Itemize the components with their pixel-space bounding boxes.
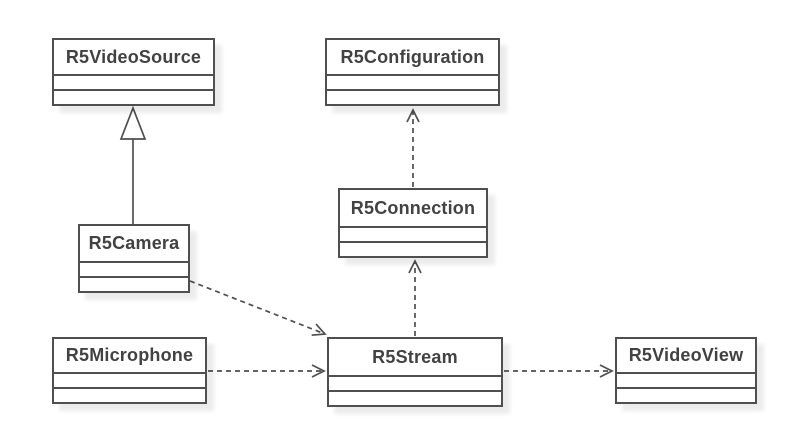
methods-compartment — [54, 387, 205, 402]
class-box-r5stream: R5Stream — [327, 337, 503, 407]
attributes-compartment — [617, 372, 755, 387]
class-name-label: R5VideoSource — [65, 46, 202, 67]
hollow-triangle-arrowhead — [119, 105, 147, 140]
attributes-compartment — [54, 372, 205, 387]
methods-compartment — [340, 241, 486, 256]
methods-compartment — [327, 89, 498, 104]
class-name-label: R5Camera — [88, 233, 180, 253]
class-box-r5connection: R5Connection — [338, 188, 488, 258]
attributes-compartment — [80, 261, 188, 276]
class-name-label: R5Configuration — [340, 46, 485, 67]
methods-compartment — [329, 390, 501, 405]
attributes-compartment — [340, 226, 486, 241]
dependency-r5camera-to-r5stream — [189, 280, 327, 337]
class-name-label: R5Stream — [372, 346, 458, 367]
class-box-r5videoview: R5VideoView — [615, 337, 757, 404]
methods-compartment — [54, 89, 213, 104]
class-name-label: R5Connection — [350, 197, 476, 218]
class-box-r5videosource: R5VideoSource — [52, 38, 215, 106]
methods-compartment — [617, 387, 755, 402]
attributes-compartment — [329, 375, 501, 390]
class-box-r5camera: R5Camera — [78, 224, 190, 293]
attributes-compartment — [327, 74, 498, 89]
attributes-compartment — [54, 74, 213, 89]
methods-compartment — [80, 276, 188, 291]
class-name-label: R5VideoView — [628, 345, 744, 365]
class-box-r5microphone: R5Microphone — [52, 337, 207, 404]
class-name-label: R5Microphone — [65, 345, 194, 365]
class-box-r5configuration: R5Configuration — [325, 38, 500, 106]
